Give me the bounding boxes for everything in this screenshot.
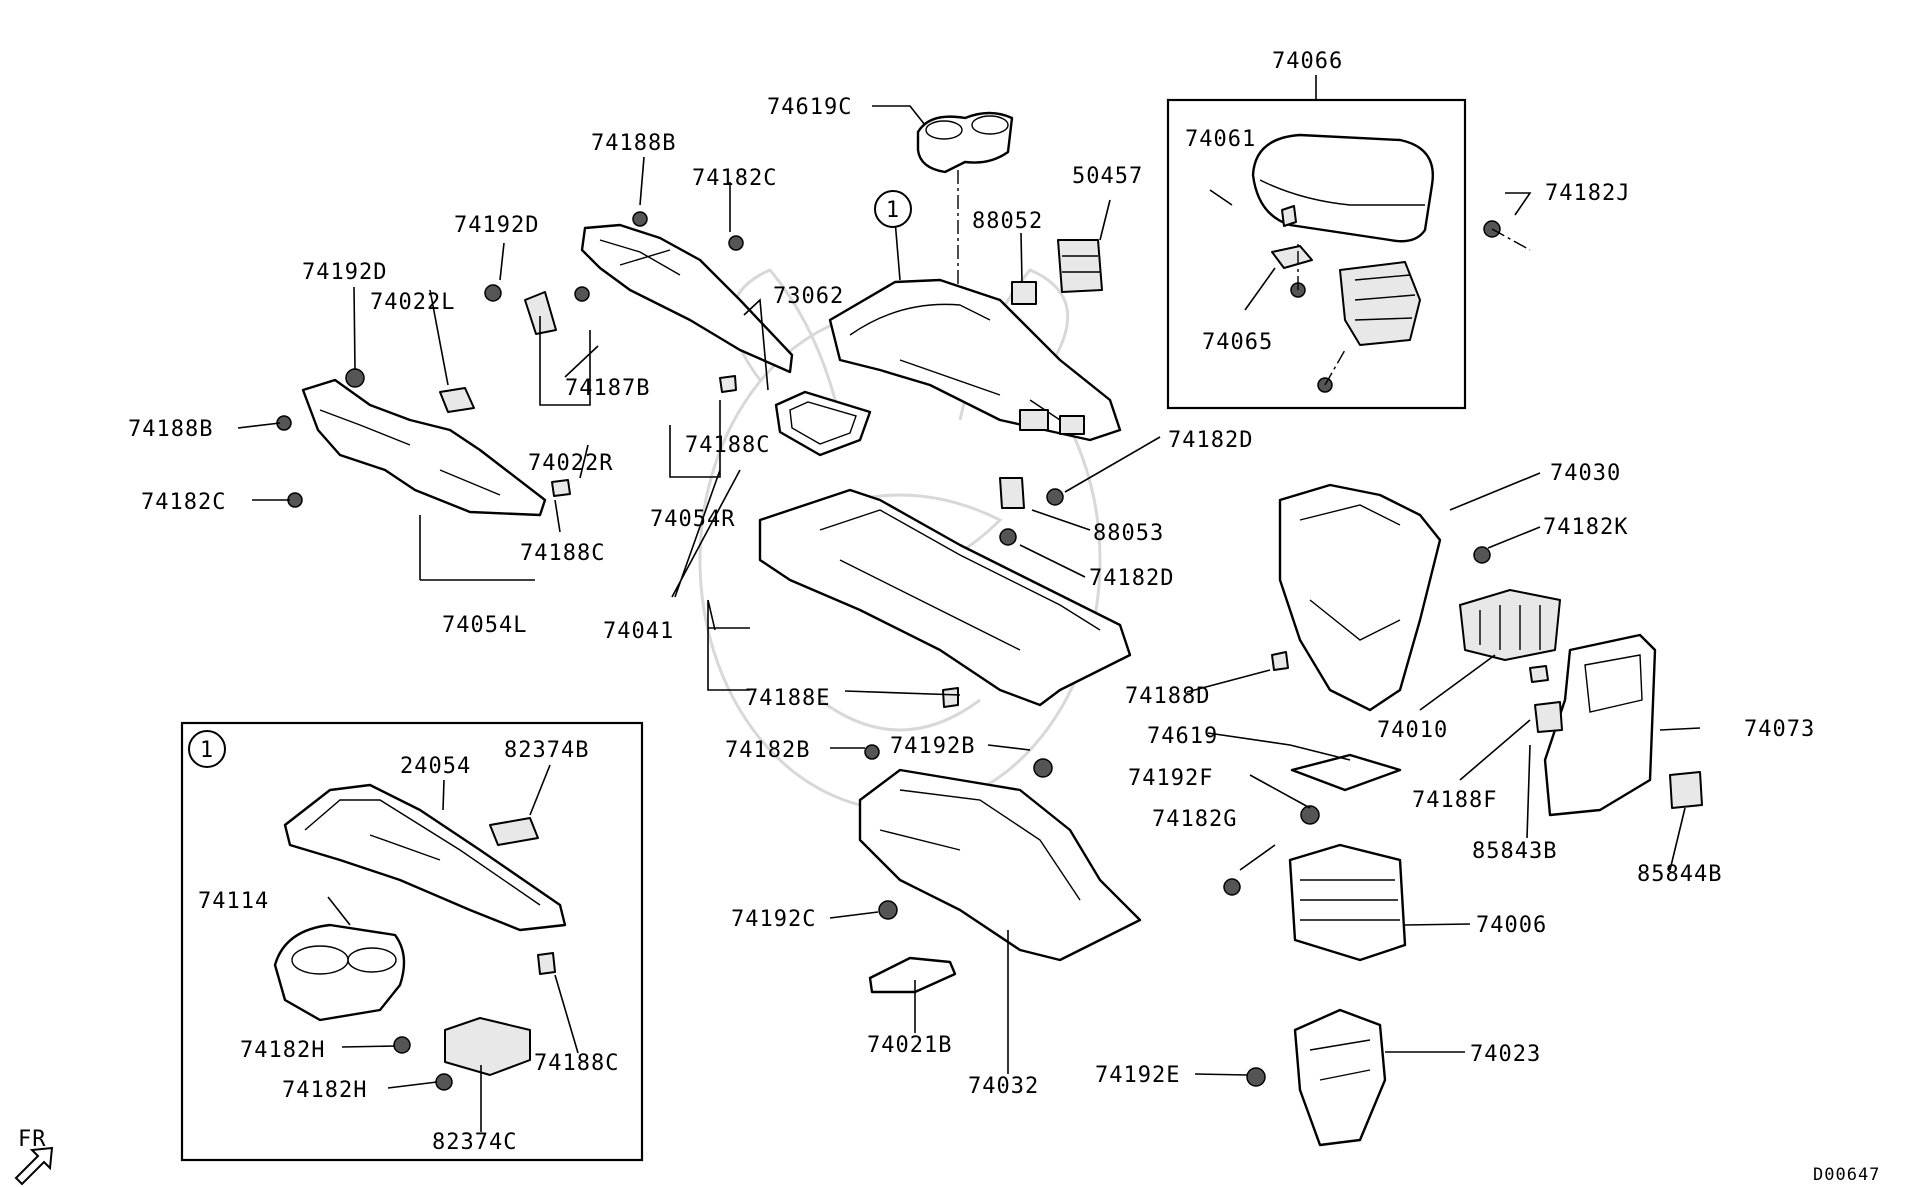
brackets-74022[interactable] (439, 291, 557, 413)
label-74619C: 74619C (767, 95, 852, 120)
label-74182K: 74182K (1543, 515, 1628, 540)
mat-74619-part[interactable] (1290, 753, 1402, 792)
label-74023: 74023 (1470, 1042, 1541, 1067)
inset-small-parts (393, 952, 556, 1091)
label-74188C-top: 74188C (685, 433, 770, 458)
label-74022L-visible: 74022L (370, 290, 455, 315)
svg-text:1: 1 (886, 198, 900, 223)
label-74192E: 74192E (1095, 1063, 1180, 1088)
label-74188D: 74188D (1125, 684, 1210, 709)
console-body-74041-part[interactable] (758, 488, 1132, 708)
rear-small-parts (1271, 546, 1703, 809)
label-74188B-left: 74188B (128, 417, 213, 442)
armrest-screws (1290, 220, 1531, 393)
armrest-lid-part[interactable] (1251, 133, 1434, 243)
label-74041: 74041 (603, 619, 674, 644)
label-24054: 24054 (400, 754, 471, 779)
label-74182H-b: 74182H (282, 1078, 367, 1103)
armrest-hinge-part[interactable] (1339, 261, 1421, 346)
label-74114: 74114 (198, 889, 269, 914)
vent-74010-part[interactable] (1459, 589, 1561, 661)
side-cover-left-74054l-part[interactable] (301, 378, 571, 517)
console-top-panel-part[interactable] (828, 278, 1122, 442)
label-74030: 74030 (1550, 461, 1621, 486)
label-74188C-mid: 74188C (520, 541, 605, 566)
cupholder-74619c-part[interactable] (916, 111, 1014, 174)
console-base-74032-part[interactable] (858, 768, 1142, 962)
label-85843B: 85843B (1472, 839, 1557, 864)
diagram-id: D00647 (1813, 1165, 1880, 1185)
leader-lines (237, 105, 1701, 1132)
label-50457: 50457 (1072, 164, 1143, 189)
shift-bezel-73062-part[interactable] (774, 390, 872, 457)
ecu-bracket-74006-part[interactable] (1288, 843, 1407, 962)
label-74188B-top: 74188B (591, 131, 676, 156)
switch-50457-part[interactable] (1057, 239, 1103, 293)
label-74192C: 74192C (731, 907, 816, 932)
callout-marker-inset: 1 (188, 730, 226, 768)
svg-text:1: 1 (200, 738, 214, 763)
label-88053: 88053 (1093, 521, 1164, 546)
bracket-74021b-part[interactable] (868, 956, 957, 994)
label-74022R: 74022R (528, 451, 613, 476)
label-74010: 74010 (1377, 718, 1448, 743)
label-74182J: 74182J (1545, 181, 1630, 206)
label-74065: 74065 (1202, 330, 1273, 355)
screws-74182d (999, 488, 1064, 546)
label-74192D-a: 74192D (454, 213, 539, 238)
stay-74023-part[interactable] (1293, 1008, 1387, 1147)
inset-cupholder-74114-part[interactable] (273, 923, 406, 1022)
armrest-latch-part[interactable] (1271, 205, 1313, 269)
label-74021B: 74021B (867, 1033, 952, 1058)
part-labels: 74066 74061 74065 74182J 74619C 74188B 7… (128, 49, 1880, 1185)
switch-88052-part[interactable] (1011, 281, 1037, 305)
front-direction-arrow-icon: FR (14, 1127, 54, 1186)
label-74066: 74066 (1272, 49, 1343, 74)
inset-panel-24054-part[interactable] (283, 783, 567, 932)
label-74182D-b: 74182D (1089, 566, 1174, 591)
misc-clips-screws (276, 211, 744, 508)
label-85844B: 85844B (1637, 862, 1722, 887)
label-74032: 74032 (968, 1074, 1039, 1099)
label-74182C-top: 74182C (692, 166, 777, 191)
label-74188C-inset: 74188C (534, 1051, 619, 1076)
connector-88053-part[interactable] (999, 477, 1025, 509)
label-74192D-b: 74192D (302, 260, 387, 285)
armrest-frame-74066 (1166, 75, 1467, 410)
side-cover-right-74054r-part[interactable] (580, 223, 794, 393)
label-74182D-a: 74182D (1168, 428, 1253, 453)
inset-frame (180, 721, 644, 1162)
label-74006: 74006 (1476, 913, 1547, 938)
rear-console-74030-part[interactable] (1278, 483, 1442, 712)
label-74188E: 74188E (745, 686, 830, 711)
label-73062: 73062 (773, 284, 844, 309)
label-74192F: 74192F (1128, 766, 1213, 791)
label-82374B: 82374B (504, 738, 589, 763)
label-74054L: 74054L (442, 613, 527, 638)
label-74187B: 74187B (565, 376, 650, 401)
inset-switch-82374b-part[interactable] (489, 817, 539, 846)
label-74182H-a: 74182H (240, 1038, 325, 1063)
label-74182G: 74182G (1152, 807, 1237, 832)
label-74054R: 74054R (650, 507, 735, 532)
label-82374C: 82374C (432, 1130, 517, 1155)
label-88052: 88052 (972, 209, 1043, 234)
inset-switch-82374c-part[interactable] (444, 1017, 531, 1076)
label-74182C-left: 74182C (141, 490, 226, 515)
label-74192B: 74192B (890, 734, 975, 759)
label-74188F: 74188F (1412, 788, 1497, 813)
callout-marker-top: 1 (874, 190, 912, 228)
base-screws (864, 744, 1053, 920)
label-74619: 74619 (1147, 724, 1218, 749)
ecu-screws (1223, 805, 1320, 1087)
label-74073: 74073 (1744, 717, 1815, 742)
label-74182B: 74182B (725, 738, 810, 763)
label-74061: 74061 (1185, 127, 1256, 152)
svg-text:FR: FR (18, 1127, 47, 1152)
